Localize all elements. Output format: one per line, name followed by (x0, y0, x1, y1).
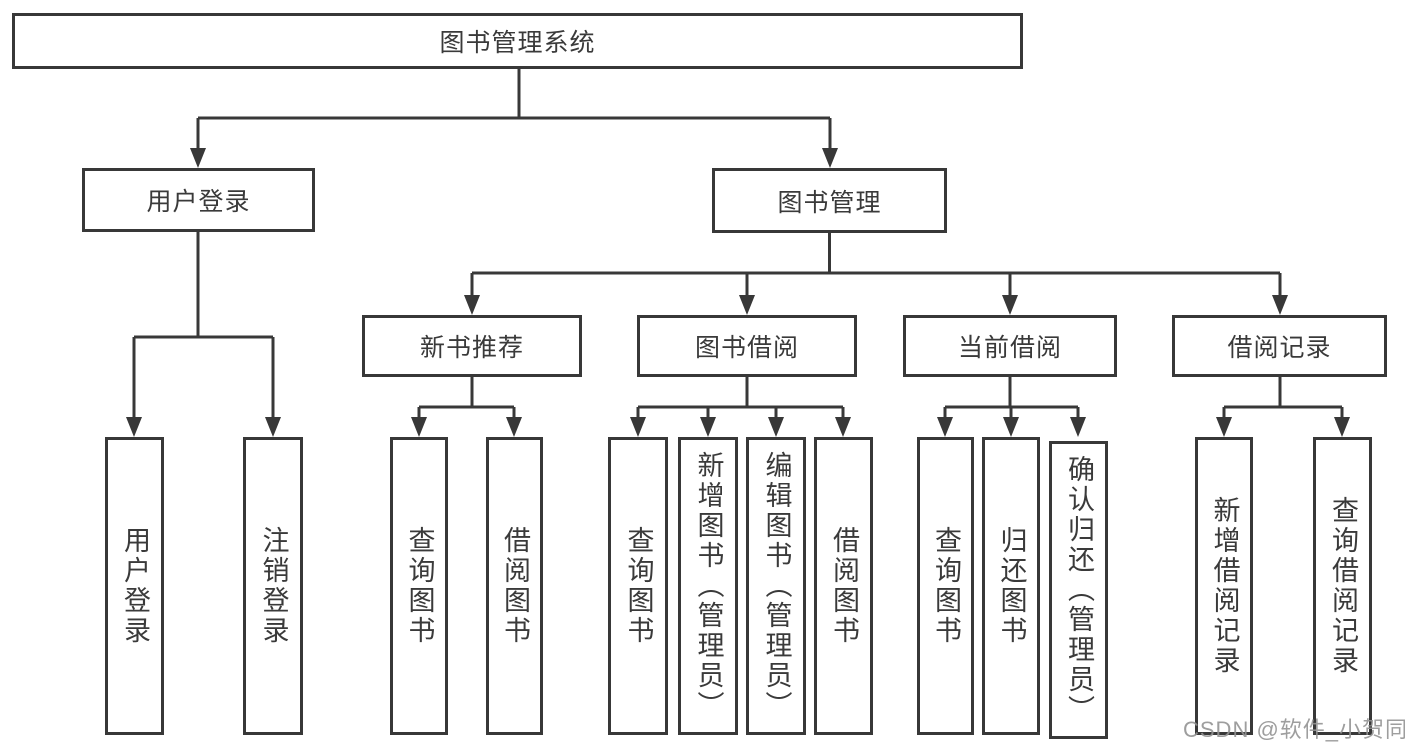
node-borrow-books-recommend: 借阅图书 (486, 437, 543, 735)
node-label: 用户登录 (120, 526, 150, 646)
node-label: 查询图书 (931, 526, 961, 646)
node-borrow-books-borrowing: 借阅图书 (814, 437, 873, 735)
node-label: 编辑图书（管理员） (761, 451, 792, 721)
node-edit-books-admin: 编辑图书（管理员） (746, 437, 806, 735)
node-label: 查询图书 (623, 526, 654, 646)
node-current-borrowing: 当前借阅 (903, 315, 1117, 377)
node-library-system: 图书管理系统 (12, 13, 1023, 69)
node-return-books: 归还图书 (982, 437, 1040, 735)
node-label: 查询图书 (404, 526, 435, 646)
node-label: 借阅图书 (500, 526, 530, 646)
node-query-books-recommend: 查询图书 (390, 437, 448, 735)
node-add-borrow-record: 新增借阅记录 (1195, 437, 1253, 735)
node-logout-action: 注销登录 (243, 437, 303, 735)
node-book-management-module: 图书管理 (712, 168, 947, 233)
node-label: 查询借阅记录 (1328, 496, 1358, 676)
node-query-books-current: 查询图书 (917, 437, 974, 735)
node-user-login-action: 用户登录 (105, 437, 164, 735)
node-query-borrow-record: 查询借阅记录 (1313, 437, 1372, 735)
node-borrowing-records: 借阅记录 (1172, 315, 1387, 377)
node-user-login-module: 用户登录 (82, 168, 315, 232)
node-add-books-admin: 新增图书（管理员） (678, 437, 738, 735)
csdn-watermark: CSDN @软件_小贺同学 (1183, 717, 1405, 742)
arrowheads (126, 148, 1350, 437)
node-label: 借阅图书 (829, 526, 859, 646)
node-label: 新增图书（管理员） (693, 451, 724, 721)
node-confirm-return-admin: 确认归还（管理员） (1049, 441, 1108, 739)
node-label: 归还图书 (996, 526, 1027, 646)
node-new-book-recommend: 新书推荐 (362, 315, 582, 377)
node-label: 新增借阅记录 (1209, 496, 1240, 676)
node-book-borrowing: 图书借阅 (637, 315, 857, 377)
node-label: 确认归还（管理员） (1064, 455, 1094, 725)
node-query-books-borrowing: 查询图书 (608, 437, 668, 735)
node-label: 注销登录 (258, 526, 289, 646)
